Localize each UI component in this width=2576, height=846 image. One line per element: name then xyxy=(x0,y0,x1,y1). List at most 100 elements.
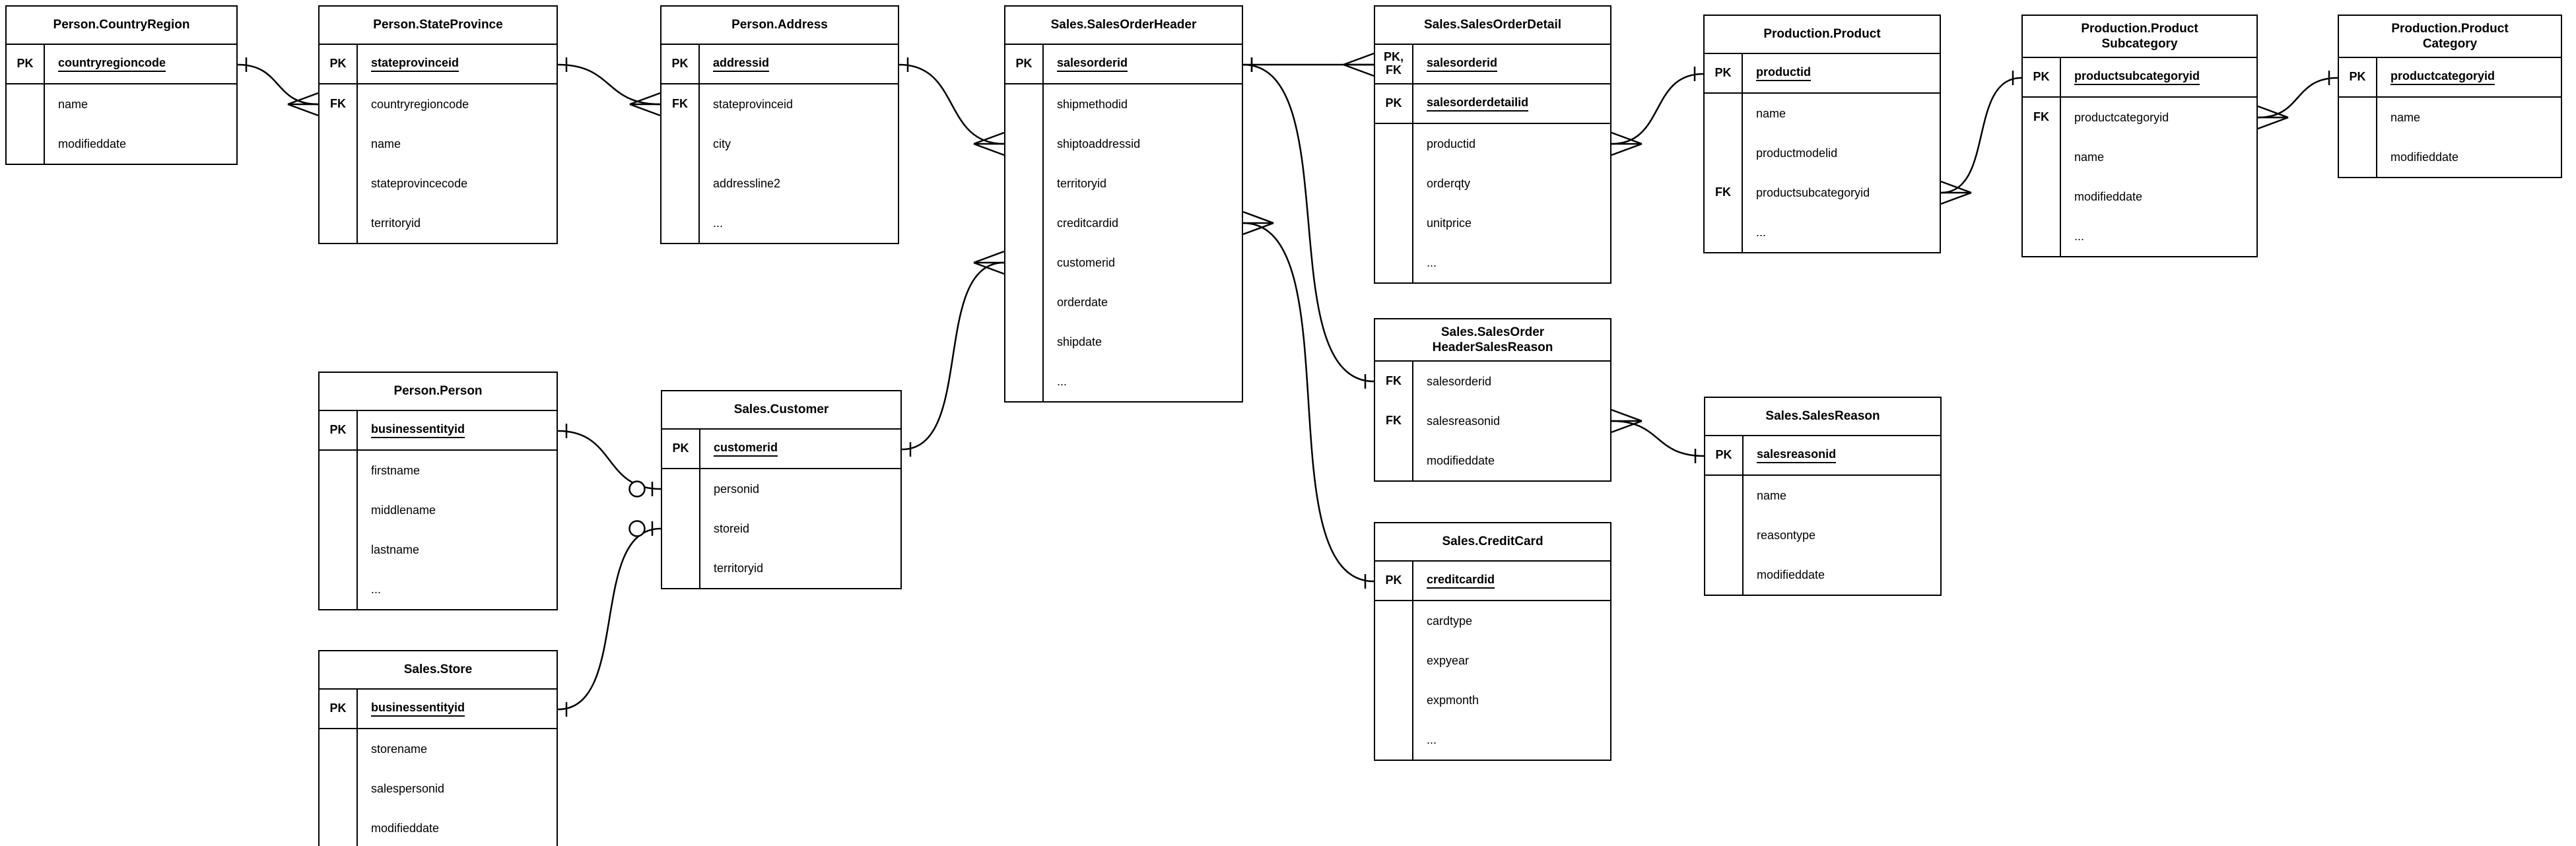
key-label xyxy=(2339,137,2377,177)
table-row: ... xyxy=(320,569,557,609)
key-label xyxy=(1005,203,1044,243)
field-name: name xyxy=(1756,106,1786,120)
key-label xyxy=(1705,133,1743,173)
key-label xyxy=(2023,137,2061,177)
field-name: name xyxy=(58,97,88,111)
key-label xyxy=(1375,720,1413,760)
table-row: expyear xyxy=(1375,641,1610,680)
table-row: modifieddate xyxy=(2339,137,2561,177)
field-name: modifieddate xyxy=(1757,568,1825,581)
field-name: shipdate xyxy=(1057,335,1102,348)
key-label: FK xyxy=(1375,362,1413,401)
key-label xyxy=(1375,641,1413,680)
key-label xyxy=(320,729,358,769)
field-name: middlename xyxy=(371,503,436,517)
key-label: FK xyxy=(2023,98,2061,137)
relationship-edge xyxy=(237,63,319,106)
cardinality-mark xyxy=(2257,105,2289,119)
field-name: businessentityid xyxy=(358,411,557,449)
table-row: addressline2 xyxy=(661,164,898,203)
table-row: middlename xyxy=(320,490,557,530)
key-label xyxy=(1705,212,1743,252)
key-label xyxy=(1375,601,1413,641)
field-name: shipmethodid xyxy=(1057,97,1128,111)
cardinality-mark xyxy=(1611,420,1643,434)
cardinality-mark xyxy=(629,103,661,117)
field-name: creditcardid xyxy=(1413,562,1610,600)
key-label xyxy=(7,124,45,164)
field-name: territoryid xyxy=(1057,176,1107,190)
field-name: modifieddate xyxy=(2390,150,2459,164)
key-label xyxy=(1375,124,1413,164)
table-title: Person.CountryRegion xyxy=(7,7,236,45)
key-label xyxy=(661,124,700,164)
field-name: stateprovincecode xyxy=(371,176,468,190)
table-row: stateprovincecode xyxy=(320,164,557,203)
table-row: productmodelid xyxy=(1705,133,1940,173)
key-label xyxy=(1705,555,1744,595)
field-name: cardtype xyxy=(1427,614,1473,628)
field-name: productid xyxy=(1427,137,1476,150)
key-label xyxy=(320,203,358,243)
field-name: salesreasonid xyxy=(1427,414,1501,428)
key-label xyxy=(320,164,358,203)
key-label xyxy=(2023,216,2061,256)
table-row: unitprice xyxy=(1375,203,1610,243)
table-row: modifieddate xyxy=(1375,441,1610,480)
field-name: personid xyxy=(714,482,760,496)
field-name: shiptoaddressid xyxy=(1057,137,1141,150)
key-label xyxy=(662,469,700,509)
key-label xyxy=(320,124,358,164)
key-label xyxy=(1705,515,1744,555)
table-row: storeid xyxy=(662,509,900,548)
relationship-edge xyxy=(2257,77,2338,119)
key-label: PK xyxy=(1375,562,1413,600)
field-name: productsubcategoryid xyxy=(1756,185,1870,199)
key-label xyxy=(1705,94,1743,133)
table-row: storename xyxy=(320,729,557,769)
cardinality-mark xyxy=(287,103,319,117)
field-name: productcategoryid xyxy=(2074,110,2169,124)
field-name: creditcardid xyxy=(1057,216,1119,230)
relationship-edge xyxy=(557,63,661,106)
table-row: name xyxy=(320,124,557,164)
table-title: Sales.CreditCard xyxy=(1375,523,1610,562)
table-row: ... xyxy=(1375,720,1610,760)
table-row: customerid xyxy=(1005,243,1242,282)
field-name: ... xyxy=(713,216,724,230)
table-title: Production.Product xyxy=(1705,16,1940,54)
relationship-edge xyxy=(1242,222,1374,583)
table-row: personid xyxy=(662,469,900,509)
field-name: salesorderid xyxy=(1044,45,1242,83)
field-name: name xyxy=(1757,488,1787,502)
table-row: modifieddate xyxy=(2023,177,2256,216)
key-label xyxy=(662,509,700,548)
table-title: Person.Address xyxy=(661,7,898,45)
field-name: productcategoryid xyxy=(2377,58,2561,96)
cardinality-mark xyxy=(973,250,1005,264)
table-row: shiptoaddressid xyxy=(1005,124,1242,164)
field-name: name xyxy=(2074,150,2105,164)
